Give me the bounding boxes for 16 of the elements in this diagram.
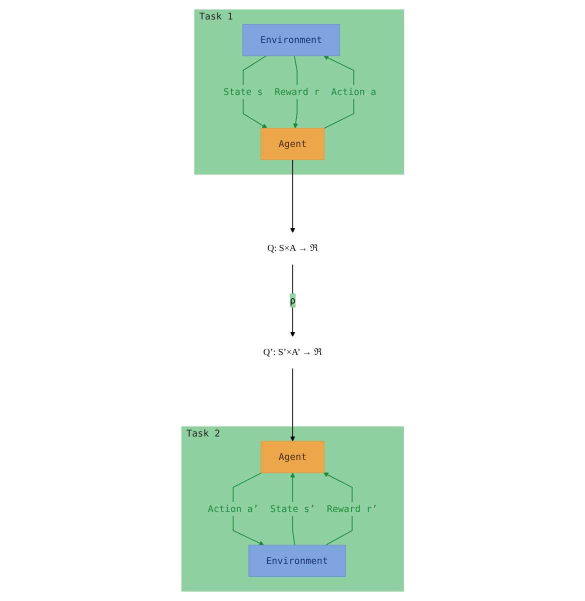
edge-label: Reward r xyxy=(274,86,320,98)
node-box: Environment xyxy=(248,544,346,577)
edge-label: State s’ xyxy=(270,503,315,514)
arrow xyxy=(290,368,295,442)
edge-label: Action a xyxy=(331,86,376,98)
arrow xyxy=(290,159,295,233)
node-text: Q: S×A → ℜ xyxy=(267,243,318,254)
node-box: Agent xyxy=(260,128,324,160)
edge-label: Action a’ xyxy=(208,503,258,514)
node-box: Agent xyxy=(260,440,324,474)
edge-label: ρ xyxy=(290,294,296,306)
edge-label: Reward r’ xyxy=(326,503,378,514)
edge-label: State s xyxy=(223,86,263,98)
node-text: Q’: S’×A’ → ℜ xyxy=(263,347,322,358)
arrow xyxy=(290,264,295,337)
node-box: Environment xyxy=(242,24,340,56)
